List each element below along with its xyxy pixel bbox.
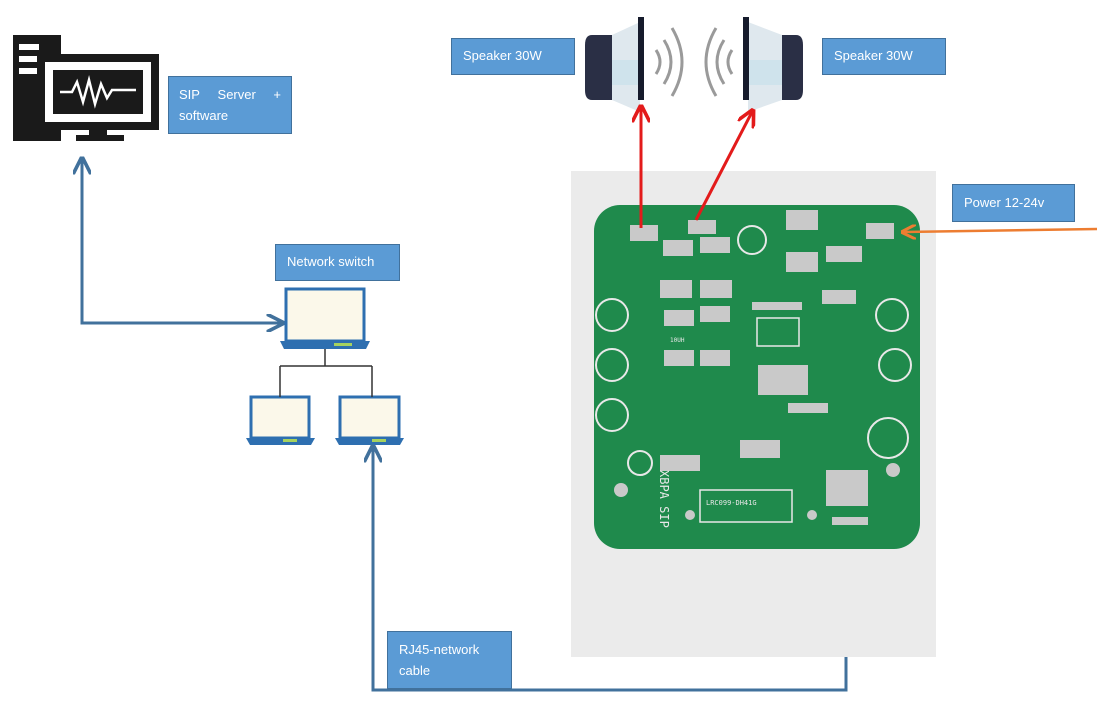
sip-server-label-word3: +: [273, 87, 281, 102]
switch-tree-lines: [279, 349, 373, 397]
speaker-left-label: Speaker 30W: [451, 38, 575, 75]
pcb-board-image: XBPA SIP LRC099-DH41G 10UH: [594, 205, 920, 549]
laptop-icon: [335, 395, 404, 445]
speaker-right-wire: [694, 112, 752, 221]
server-switch-link: [82, 160, 281, 323]
speaker-left-label-text: Speaker 30W: [463, 48, 542, 64]
speaker-right-label: Speaker 30W: [822, 38, 946, 75]
speaker-right-label-text: Speaker 30W: [834, 48, 913, 64]
sip-server-label-line2: software: [179, 107, 229, 123]
rj45-label-line1: RJ45-network: [399, 642, 480, 657]
power-line: [904, 229, 1097, 232]
power-label: Power 12-24v: [952, 184, 1075, 222]
pcb-part-number: LRC099-DH41G: [706, 499, 757, 507]
sip-server-label-word1: SIP: [179, 87, 200, 102]
network-switch-label-text: Network switch: [287, 254, 375, 270]
laptop-icon: [280, 287, 370, 349]
pcb-board-name: XBPA SIP: [657, 470, 671, 528]
speaker-icon: [585, 17, 644, 112]
sip-server-label: SIP Server + software: [168, 76, 292, 134]
network-switch-label: Network switch: [275, 244, 400, 281]
server-monitor-icon: [13, 35, 159, 141]
power-label-text: Power 12-24v: [964, 194, 1045, 210]
sound-wave-icon: [654, 27, 734, 97]
laptop-icon: [246, 395, 315, 445]
speaker-icon: [743, 17, 803, 112]
sip-server-label-word2: Server: [217, 87, 256, 102]
rj45-label-line2: cable: [399, 662, 431, 678]
pcb-inductor-label: 10UH: [670, 337, 685, 344]
rj45-cable-label: RJ45-network cable: [387, 631, 512, 689]
